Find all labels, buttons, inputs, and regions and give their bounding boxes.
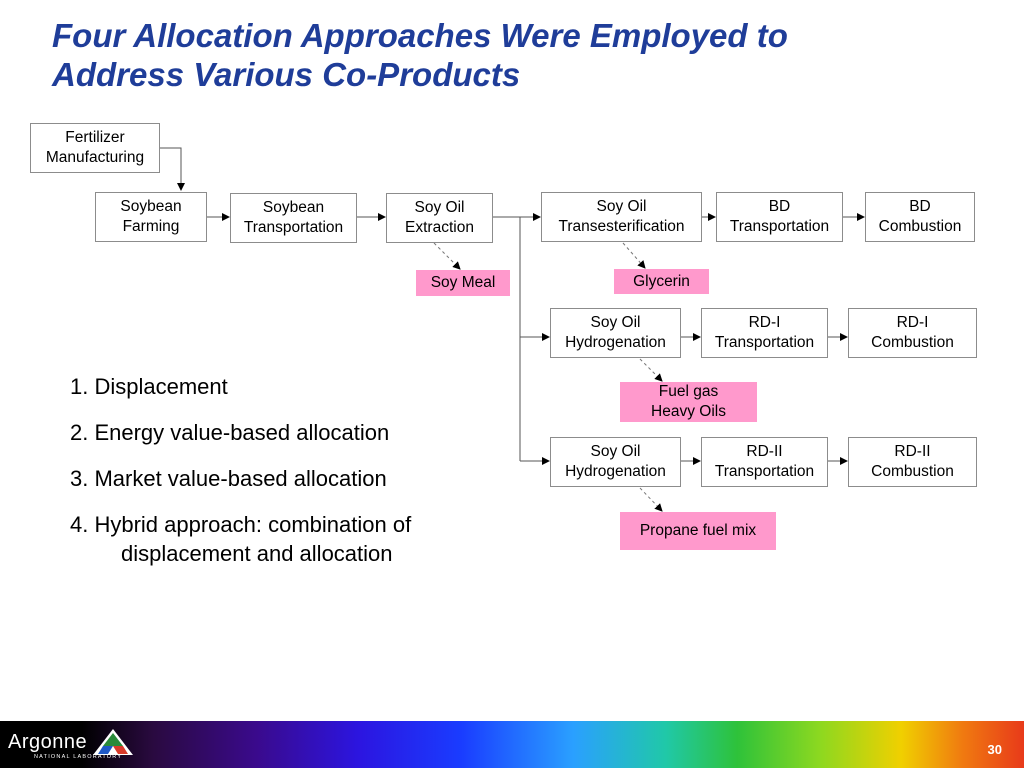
title-line-1: Four Allocation Approaches Were Employed… — [52, 17, 788, 54]
approach-item: 4. Hybrid approach: combination of displ… — [70, 512, 412, 566]
argonne-logo-subtitle: NATIONAL LABORATORY — [34, 754, 123, 760]
coproduct-glycerin: Glycerin — [614, 269, 709, 294]
approach-item: 1. Displacement — [70, 374, 228, 399]
page-number: 30 — [987, 742, 1002, 757]
dashed-hydro1-to-fuel-gas — [639, 358, 663, 382]
argonne-triangle-icon — [93, 729, 133, 755]
dashed-transesterification-to-glycerin — [622, 242, 646, 269]
dashed-hydro2-to-propane — [639, 487, 663, 512]
argonne-logo-text: Argonne — [8, 731, 88, 753]
allocation-approaches-list: 1. Displacement 2. Energy value-based al… — [70, 373, 411, 586]
slide-title: Four Allocation Approaches Were Employed… — [52, 16, 992, 94]
approach-item: 2. Energy value-based allocation — [70, 420, 390, 445]
coproduct-propane-fuel-mix: Propane fuel mix — [620, 512, 776, 550]
footer-bar — [0, 721, 1024, 768]
coproduct-soy-meal: Soy Meal — [416, 270, 510, 296]
approach-item: 3. Market value-based allocation — [70, 466, 387, 491]
dashed-extraction-to-soy-meal — [433, 242, 461, 270]
arrow-fertilizer-to-farming — [160, 147, 185, 191]
title-line-2: Address Various Co-Products — [52, 56, 521, 93]
